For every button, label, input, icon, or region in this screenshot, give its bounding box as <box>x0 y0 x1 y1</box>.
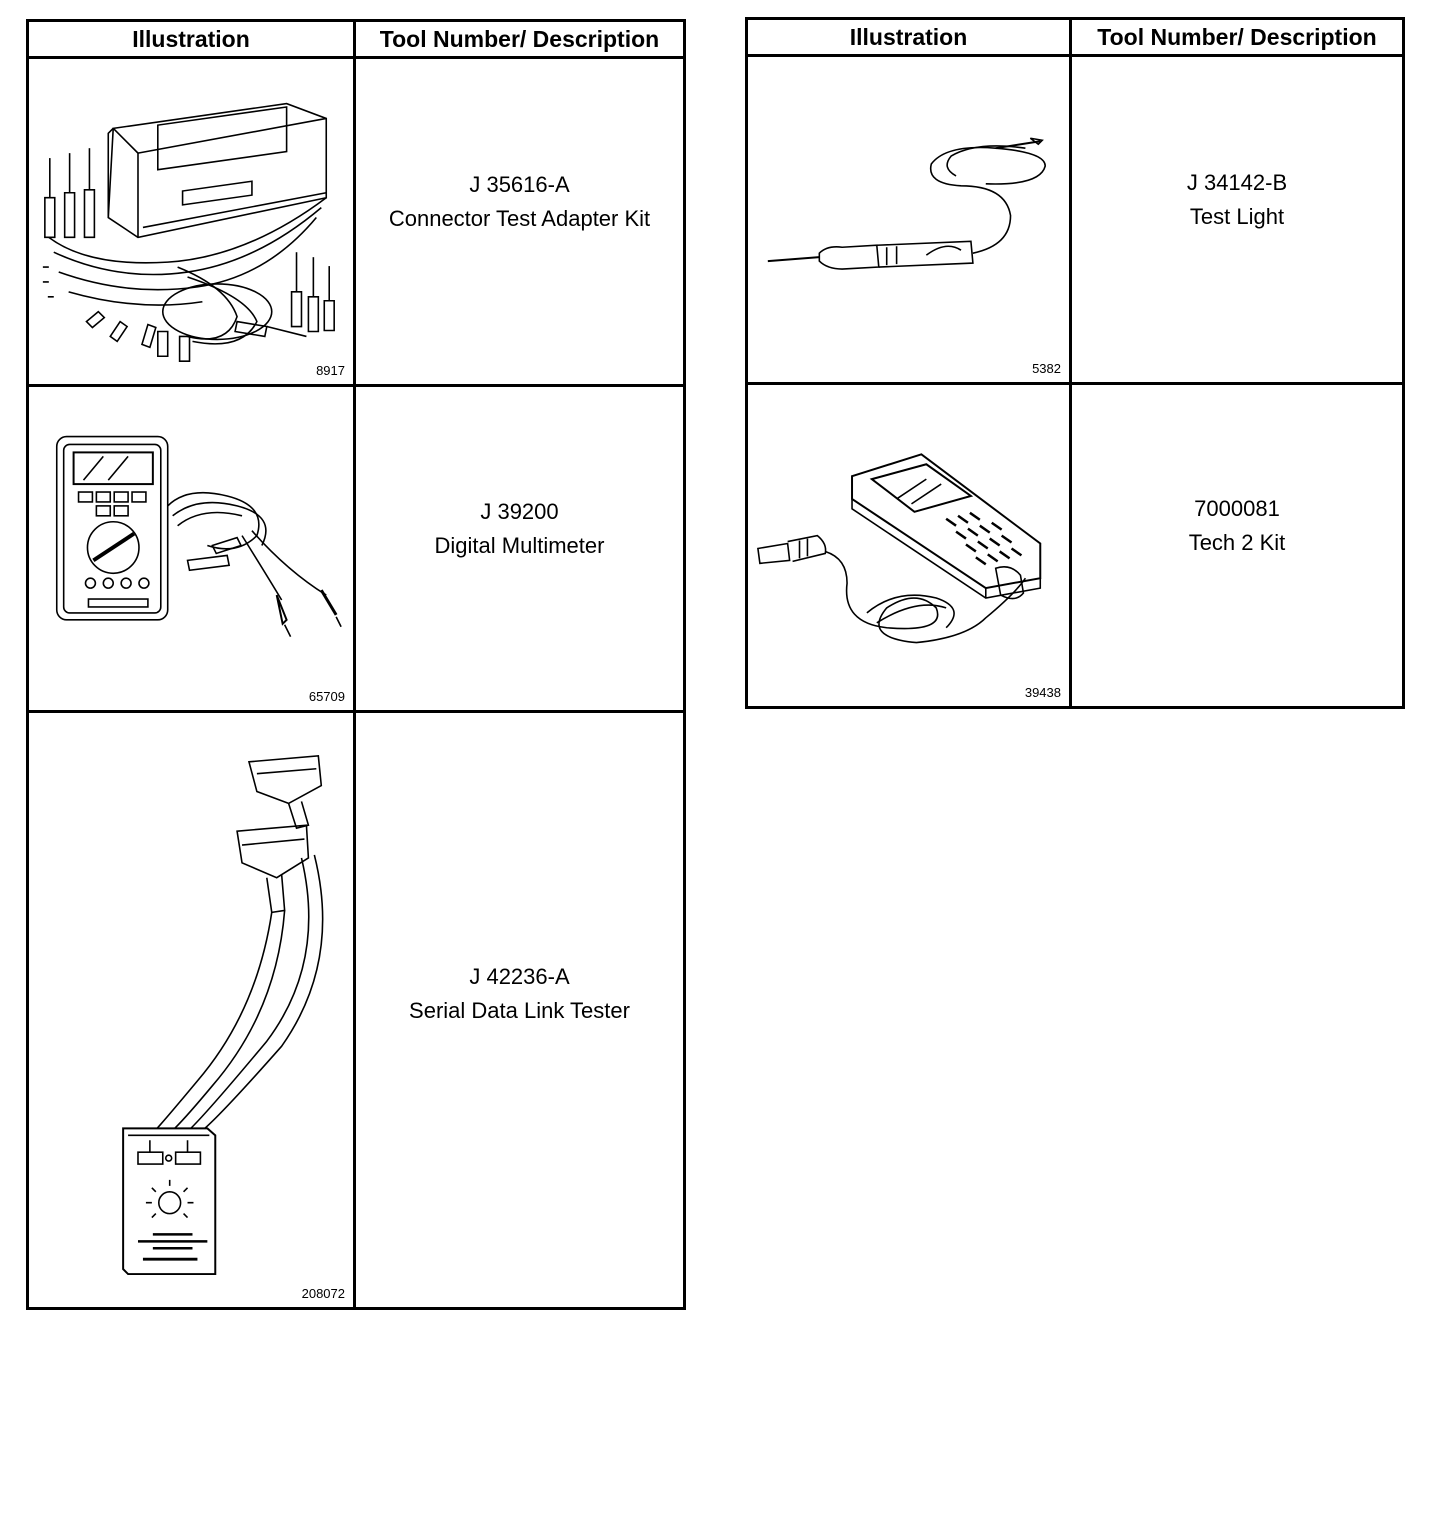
table-row: 8917 J 35616-A Connector Test Adapter Ki… <box>26 56 686 387</box>
tool-number: J 35616-A <box>469 171 570 197</box>
illustration-cell: 5382 <box>745 54 1072 385</box>
tool-description-cell: J 34142-B Test Light <box>1069 54 1405 385</box>
tool-number-description-header: Tool Number/ Description <box>1069 17 1405 57</box>
tool-number: J 34142-B <box>1186 169 1288 195</box>
illustration-header: Illustration <box>26 19 356 59</box>
serial-data-link-tester-illustration <box>122 754 324 1276</box>
tool-description: Serial Data Link Tester <box>409 998 630 1023</box>
table-row: 65709 J 39200 Digital Multimeter <box>26 384 686 713</box>
figure-number: 5382 <box>1032 361 1061 376</box>
connector-test-adapter-kit-illustration <box>42 102 335 362</box>
tool-number-description-header: Tool Number/ Description <box>353 19 686 59</box>
illustration-cell: 65709 <box>26 384 356 713</box>
table-header-row: Illustration Tool Number/ Description <box>745 17 1405 57</box>
tool-description-cell: J 39200 Digital Multimeter <box>353 384 686 713</box>
tech-2-kit-illustration <box>757 453 1042 644</box>
illustration-cell: 39438 <box>745 382 1072 709</box>
digital-multimeter-illustration <box>55 435 342 638</box>
tool-description: Digital Multimeter <box>434 532 605 558</box>
tool-description-cell: J 42236-A Serial Data Link Tester <box>353 710 686 1310</box>
figure-number: 65709 <box>308 689 345 704</box>
tool-description-cell: J 35616-A Connector Test Adapter Kit <box>353 56 686 387</box>
special-tools-table-left: Illustration Tool Number/ Description <box>26 19 686 1310</box>
tool-number: 7000081 <box>1194 495 1280 521</box>
tool-number: J 39200 <box>480 498 559 524</box>
illustration-header: Illustration <box>745 17 1072 57</box>
test-light-illustration <box>767 137 1047 270</box>
illustration-cell: 208072 <box>26 710 356 1310</box>
illustration-cell: 8917 <box>26 56 356 387</box>
tool-description-cell: 7000081 Tech 2 Kit <box>1069 382 1405 709</box>
tool-description: Connector Test Adapter Kit <box>388 205 651 231</box>
tool-number: J 42236-A <box>469 964 570 989</box>
table-header-row: Illustration Tool Number/ Description <box>26 19 686 59</box>
special-tools-table-right: Illustration Tool Number/ Description 53… <box>745 17 1405 709</box>
table-row: 208072 J 42236-A Serial Data Link Tester <box>26 710 686 1310</box>
figure-number: 208072 <box>301 1286 345 1301</box>
table-row: 39438 7000081 Tech 2 Kit <box>745 382 1405 709</box>
figure-number: 39438 <box>1024 685 1061 700</box>
tool-description: Test Light <box>1189 203 1285 229</box>
table-row: 5382 J 34142-B Test Light <box>745 54 1405 385</box>
figure-number: 8917 <box>316 363 345 378</box>
tool-description: Tech 2 Kit <box>1188 529 1286 555</box>
